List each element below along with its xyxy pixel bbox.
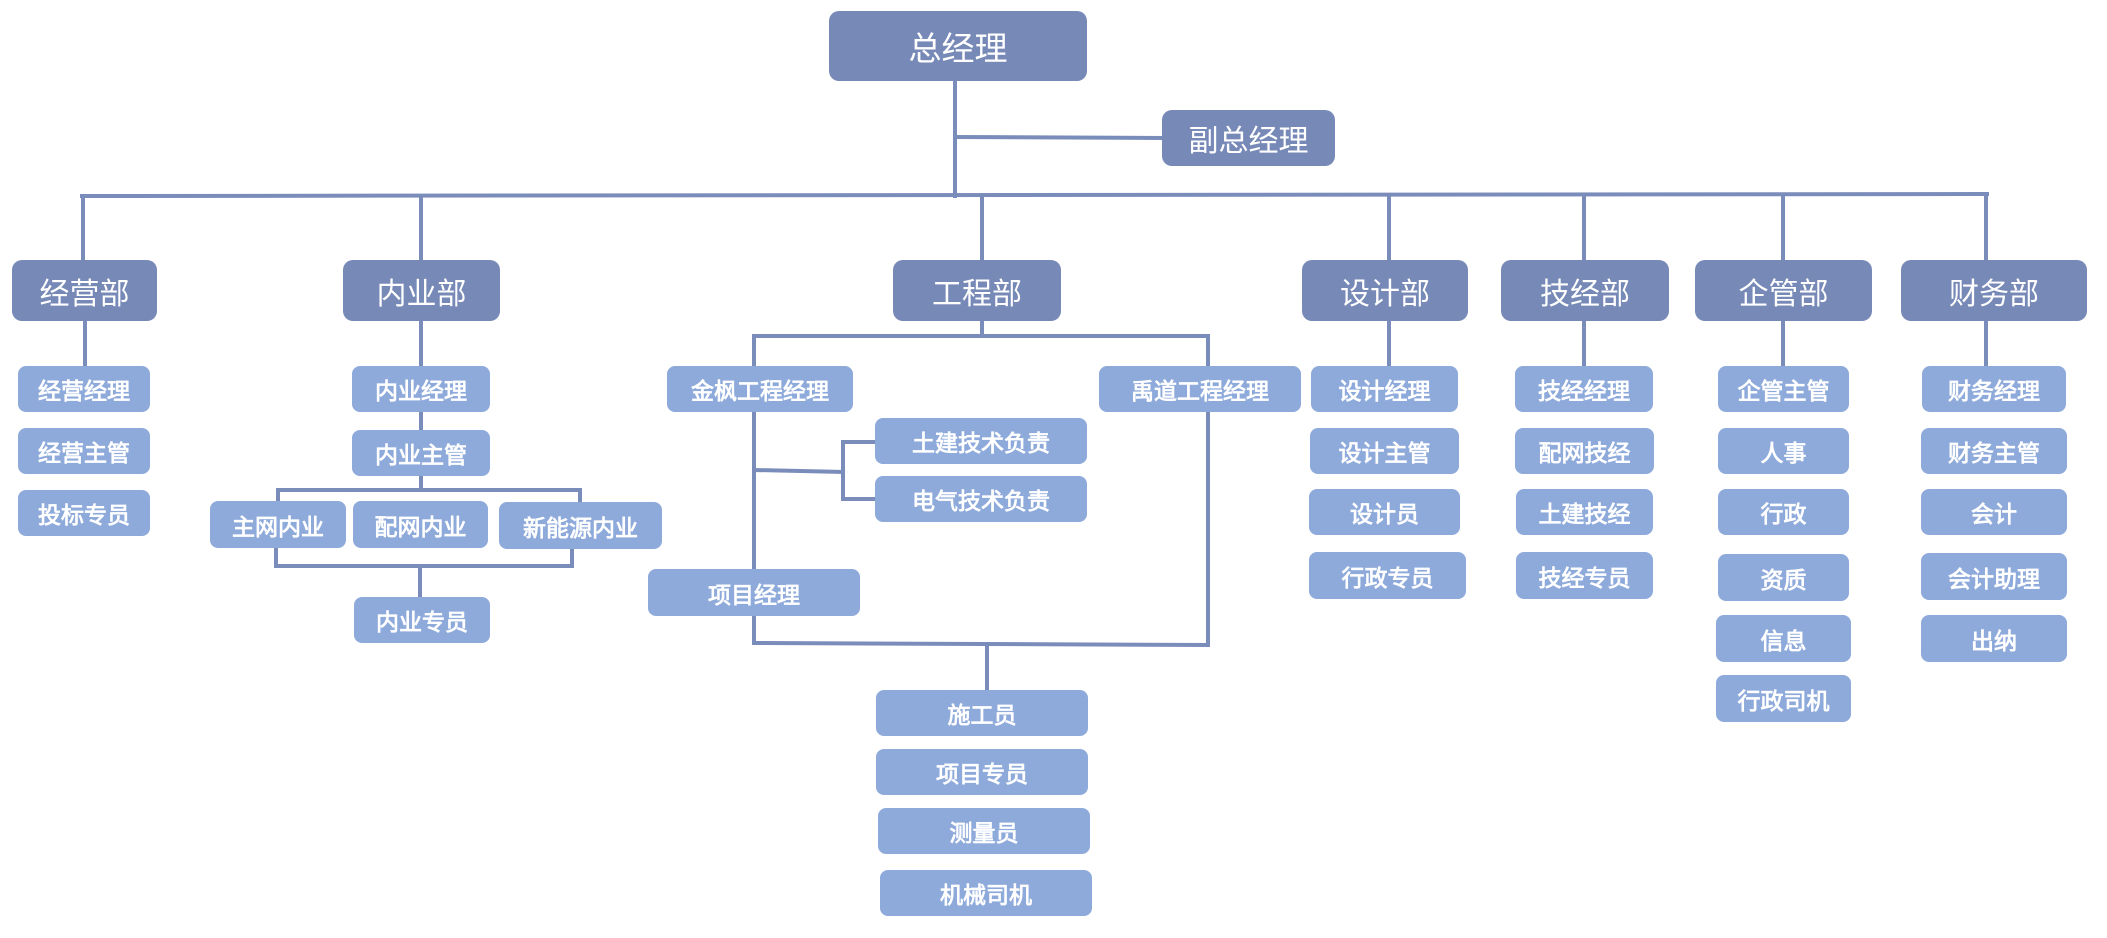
role-distribution-techecon: 配网技经: [1515, 428, 1654, 474]
dept-jingying: 经营部: [12, 260, 157, 321]
role-yudao-project-manager: 禹道工程经理: [1099, 366, 1301, 412]
role-hr: 人事: [1718, 428, 1849, 474]
role-admin-specialist: 行政专员: [1309, 552, 1466, 599]
role-jinfeng-project-manager: 金枫工程经理: [667, 366, 853, 412]
dept-gongcheng: 工程部: [893, 260, 1061, 321]
role-jingying-supervisor: 经营主管: [18, 428, 150, 474]
role-jingying-manager: 经营经理: [18, 366, 150, 412]
dept-caiwu: 财务部: [1901, 260, 2087, 321]
role-information: 信息: [1716, 615, 1851, 662]
role-enterprise-supervisor: 企管主管: [1718, 366, 1849, 412]
dept-qiguan: 企管部: [1695, 260, 1872, 321]
role-neiye-manager: 内业经理: [352, 366, 490, 412]
connector-gongcheng-bottom: [751, 640, 1211, 648]
role-accountant-assistant: 会计助理: [1921, 553, 2067, 600]
node-deputy-general-manager: 副总经理: [1162, 110, 1335, 166]
role-neiye-supervisor: 内业主管: [352, 430, 490, 476]
node-general-manager: 总经理: [829, 11, 1087, 81]
connector-tech-branch: [751, 467, 846, 475]
connector-neiye-bracket-bottom: [274, 546, 574, 568]
connector-gongcheng-bracket: [752, 334, 1210, 368]
role-neiye-specialist: 内业专员: [354, 597, 490, 643]
role-project-manager: 项目经理: [648, 569, 860, 616]
role-bidding-specialist: 投标专员: [18, 490, 150, 536]
dept-neiye: 内业部: [343, 260, 500, 321]
connector-deputy: [952, 134, 1165, 141]
role-administration: 行政: [1718, 489, 1849, 535]
role-machinery-driver: 机械司机: [880, 870, 1092, 916]
dept-sheji: 设计部: [1302, 260, 1468, 321]
role-finance-supervisor: 财务主管: [1921, 428, 2067, 474]
role-electrical-tech-lead: 电气技术负责: [875, 476, 1087, 522]
connector-dept-bus: [79, 191, 1990, 199]
role-civil-tech-lead: 土建技术负责: [875, 418, 1087, 464]
subunit-new-energy: 新能源内业: [499, 502, 662, 549]
role-designer: 设计员: [1309, 489, 1460, 535]
role-civil-techecon: 土建技经: [1516, 489, 1653, 535]
subunit-main-grid: 主网内业: [210, 501, 346, 548]
role-project-specialist: 项目专员: [876, 749, 1088, 795]
role-cashier: 出纳: [1921, 615, 2067, 662]
role-surveyor: 测量员: [878, 808, 1090, 854]
role-techecon-specialist: 技经专员: [1516, 552, 1653, 599]
role-techecon-manager: 技经经理: [1515, 366, 1653, 412]
subunit-distribution-grid: 配网内业: [353, 501, 488, 548]
role-accountant: 会计: [1921, 489, 2067, 535]
role-constructor: 施工员: [876, 690, 1088, 736]
connector-neiye-bracket-top: [276, 488, 582, 510]
role-design-manager: 设计经理: [1311, 366, 1458, 412]
role-admin-driver: 行政司机: [1716, 675, 1851, 722]
role-design-supervisor: 设计主管: [1310, 428, 1459, 474]
dept-jijing: 技经部: [1501, 260, 1669, 321]
role-qualification: 资质: [1718, 554, 1849, 601]
connector-tech-bracket: [841, 440, 877, 501]
role-finance-manager: 财务经理: [1922, 366, 2066, 412]
